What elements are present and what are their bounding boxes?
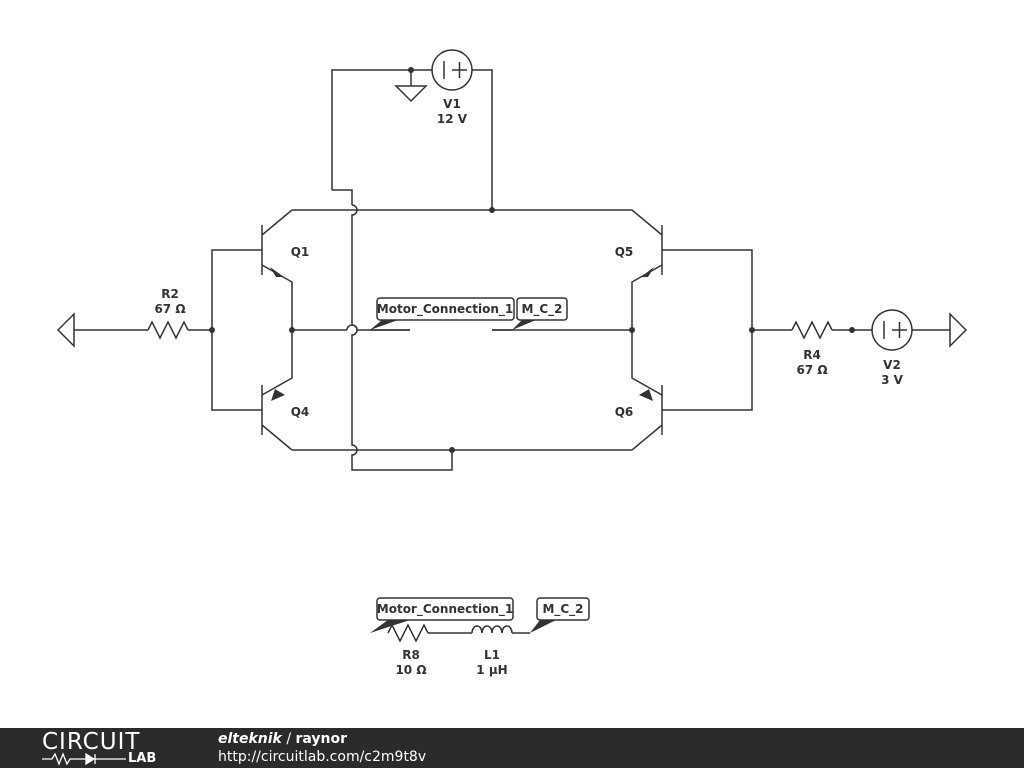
- q5-transistor: [631, 209, 663, 330]
- credit-separator: /: [281, 731, 296, 747]
- circuit-url-link[interactable]: http://circuitlab.com/c2m9t8v: [218, 749, 427, 765]
- q4-transistor: [261, 330, 293, 451]
- author-link[interactable]: elteknik: [218, 731, 282, 747]
- credit-block: elteknik / raynor http://circuitlab.com/…: [218, 730, 426, 766]
- q4-name: Q4: [291, 405, 310, 419]
- logo-bottom-text: LAB: [128, 751, 157, 766]
- q5-name: Q5: [615, 245, 634, 259]
- r2-name: R2: [161, 287, 179, 301]
- left-base-wiring: [211, 249, 262, 411]
- left-input-wiring: [56, 312, 212, 348]
- v1-wiring: [331, 69, 493, 210]
- right-input-wiring: [752, 309, 968, 351]
- rails: [292, 209, 632, 451]
- q1-transistor: [261, 209, 293, 330]
- r4-name: R4: [803, 348, 821, 362]
- net-label-motor-1-bottom: Motor_Connection_1: [370, 597, 514, 633]
- bridge-middle-wiring: [292, 324, 632, 331]
- r8-value: 10 Ω: [395, 663, 426, 677]
- net-label-mc2-top: M_C_2: [512, 297, 568, 330]
- q4-emitter-arrow: [271, 389, 285, 401]
- bridge-vertical-wire: [351, 204, 453, 471]
- r2-value: 67 Ω: [154, 302, 185, 316]
- q1-emitter-arrow: [270, 267, 284, 277]
- right-base-wiring: [662, 249, 753, 411]
- svg-text:M_C_2: M_C_2: [521, 302, 562, 317]
- v1-source: [431, 49, 473, 91]
- ground-symbol: [394, 70, 428, 103]
- l1-value: 1 µH: [476, 663, 507, 677]
- v1-value: 12 V: [437, 112, 468, 126]
- net-label-mc2-bottom: M_C_2: [530, 597, 590, 633]
- v1-name: V1: [443, 97, 461, 111]
- circuitlab-logo[interactable]: CIRCUIT LAB: [42, 730, 182, 766]
- svg-text:Motor_Connection_1: Motor_Connection_1: [377, 302, 513, 317]
- motor-branch-wiring: [387, 623, 530, 643]
- q6-emitter-arrow: [639, 389, 653, 401]
- l1-name: L1: [484, 648, 500, 662]
- circuit-schematic: Motor_Connection_1 M_C_2 Motor_Connectio…: [56, 49, 968, 677]
- project-name[interactable]: raynor: [295, 731, 348, 747]
- r4-value: 67 Ω: [796, 363, 827, 377]
- q5-emitter-arrow: [641, 267, 654, 277]
- net-label-motor-1-top: Motor_Connection_1: [370, 297, 515, 330]
- q6-name: Q6: [615, 405, 634, 419]
- r8-name: R8: [402, 648, 420, 662]
- footer-bar: CIRCUIT LAB elteknik / raynor http://cir…: [0, 728, 1024, 768]
- junction-dots: [209, 67, 855, 453]
- v2-name: V2: [883, 358, 901, 372]
- svg-text:Motor_Connection_1: Motor_Connection_1: [377, 602, 513, 617]
- logo-top-text: CIRCUIT: [42, 729, 141, 755]
- svg-text:M_C_2: M_C_2: [542, 602, 583, 617]
- q1-name: Q1: [291, 245, 310, 259]
- v2-value: 3 V: [881, 373, 904, 387]
- q6-transistor: [631, 330, 663, 451]
- logo-circuit-icon: [42, 752, 126, 766]
